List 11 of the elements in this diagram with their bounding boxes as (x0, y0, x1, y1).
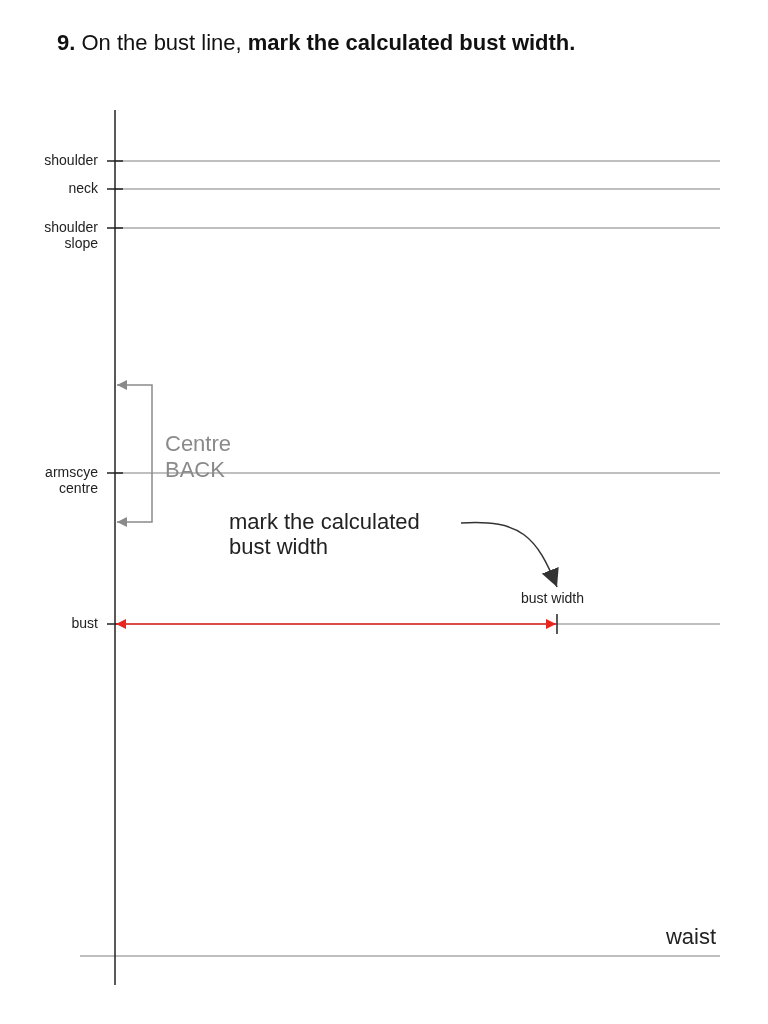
measurement-label: neck (67, 180, 98, 197)
measurement-label: waist (665, 924, 716, 950)
measurement-label: bust (70, 615, 98, 632)
measurement-label: shoulder (43, 152, 98, 169)
measurement-label: bust width (521, 590, 601, 607)
curved-arrow (460, 521, 559, 588)
bracket-label: Centre BACK (165, 431, 233, 483)
measurement-label: armscye centre (44, 464, 98, 497)
measurement-label: shoulder slope (43, 219, 98, 252)
instruction-heading: 9. On the bust line, mark the calculated bust width. (57, 30, 576, 56)
callout-text: mark the calculated bust width (229, 509, 457, 560)
